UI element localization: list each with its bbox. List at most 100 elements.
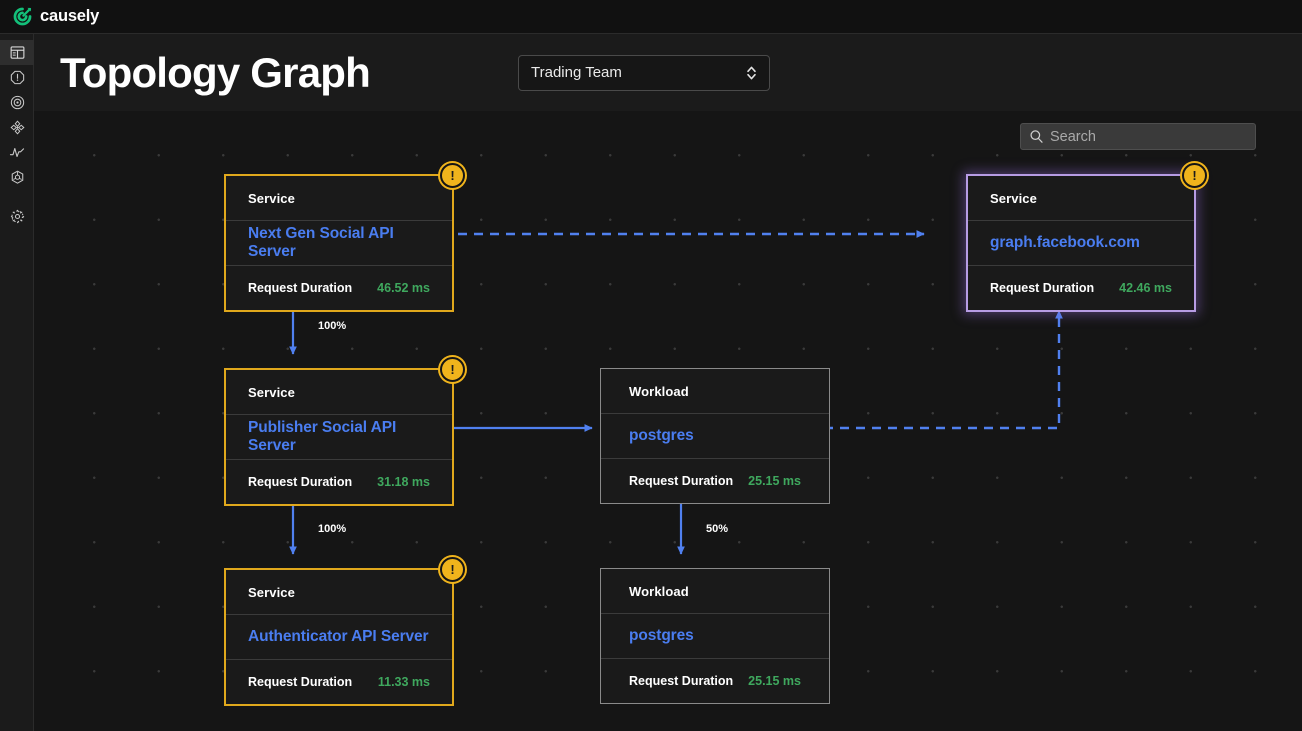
metric-label: Request Duration	[629, 674, 734, 688]
node-kind-row: Workload	[601, 569, 829, 613]
warning-exclamation-icon[interactable]: !	[440, 357, 465, 382]
sidebar-item-metrics[interactable]	[0, 140, 34, 165]
node-graph-facebook-com[interactable]: ! Service graph.facebook.com Request Dur…	[966, 163, 1207, 312]
node-divider	[601, 458, 829, 459]
badge-mark: !	[450, 561, 455, 577]
node-metric-row: Request Duration 25.15 ms	[601, 459, 829, 503]
badge-mark: !	[450, 167, 455, 183]
node-divider	[968, 220, 1194, 221]
node-divider	[601, 413, 829, 414]
page-title: Topology Graph	[60, 48, 371, 96]
edge-label-publisher-to-authenticator: 100%	[314, 522, 351, 536]
metric-value: 11.33 ms	[377, 675, 430, 689]
node-divider	[968, 265, 1194, 266]
node-divider	[601, 613, 829, 614]
node-postgres-middle[interactable]: Workload postgres Request Duration 25.15…	[600, 368, 830, 504]
search-box[interactable]	[1020, 123, 1256, 150]
node-kind: Workload	[629, 583, 689, 599]
activity-pulse-icon	[9, 145, 25, 160]
node-publisher-social-api-server[interactable]: ! Service Publisher Social API Server Re…	[224, 357, 465, 506]
metric-value: 25.15 ms	[748, 674, 801, 688]
node-kind: Service	[990, 190, 1037, 206]
node-metric-row: Request Duration 42.46 ms	[968, 266, 1194, 310]
topology-canvas[interactable]: 100% 100% 50% ! Service Next Gen Social …	[34, 111, 1302, 731]
node-title-link[interactable]: Authenticator API Server	[248, 628, 429, 645]
node-metric-row: Request Duration 46.52 ms	[226, 266, 452, 310]
edge-label-postgres-to-postgres: 50%	[702, 522, 733, 536]
metric-label: Request Duration	[248, 475, 353, 489]
node-divider	[601, 658, 829, 659]
causely-target-logo-icon	[12, 6, 33, 27]
sidebar-item-topology[interactable]	[0, 115, 34, 140]
node-kind-row: Service	[226, 176, 452, 220]
warning-exclamation-icon[interactable]: !	[1182, 163, 1207, 188]
metric-value: 46.52 ms	[377, 281, 430, 295]
metric-label: Request Duration	[248, 281, 353, 295]
node-kind-row: Service	[226, 370, 452, 414]
node-metric-row: Request Duration 11.33 ms	[226, 660, 452, 704]
node-kind-row: Service	[226, 570, 452, 614]
node-title-row[interactable]: Next Gen Social API Server	[226, 221, 452, 265]
sidebar-item-alerts[interactable]	[0, 65, 34, 90]
sidebar	[0, 34, 34, 731]
metric-value: 31.18 ms	[377, 475, 430, 489]
node-title-row[interactable]: Authenticator API Server	[226, 615, 452, 659]
sidebar-item-root-cause[interactable]	[0, 90, 34, 115]
chevron-up-down-icon	[746, 64, 757, 82]
sidebar-item-settings[interactable]	[0, 204, 34, 229]
brand[interactable]: causely	[0, 6, 99, 27]
search-input[interactable]	[1050, 128, 1247, 145]
sidebar-item-clusters[interactable]	[0, 165, 34, 190]
gear-icon	[10, 209, 25, 224]
node-title-row[interactable]: Publisher Social API Server	[226, 415, 452, 459]
top-bar: causely	[0, 0, 1302, 34]
node-kind: Service	[248, 384, 295, 400]
kubernetes-helm-icon	[10, 170, 25, 185]
badge-mark: !	[1192, 167, 1197, 183]
node-divider	[226, 659, 452, 660]
node-title-link[interactable]: postgres	[629, 427, 694, 444]
sidebar-item-dashboard[interactable]	[0, 40, 34, 65]
node-divider	[226, 459, 452, 460]
node-title-link[interactable]: Publisher Social API Server	[248, 419, 397, 454]
node-kind: Service	[248, 584, 295, 600]
node-divider	[226, 220, 452, 221]
metric-value: 42.46 ms	[1119, 281, 1172, 295]
edge-label-next-gen-to-publisher: 100%	[314, 319, 351, 333]
page-header: Topology Graph Trading Team	[34, 34, 1302, 111]
node-metric-row: Request Duration 31.18 ms	[226, 460, 452, 504]
node-divider	[226, 265, 452, 266]
node-title-link[interactable]: postgres	[629, 627, 694, 644]
warning-exclamation-icon[interactable]: !	[440, 557, 465, 582]
node-kind: Service	[248, 190, 295, 206]
node-postgres-bottom[interactable]: Workload postgres Request Duration 25.15…	[600, 568, 830, 704]
node-divider	[226, 414, 452, 415]
node-kind-row: Workload	[601, 369, 829, 413]
node-title-row[interactable]: graph.facebook.com	[968, 221, 1194, 265]
search-icon	[1029, 129, 1044, 144]
target-circle-icon	[10, 95, 25, 110]
node-authenticator-api-server[interactable]: ! Service Authenticator API Server Reque…	[224, 557, 465, 706]
node-title-row[interactable]: postgres	[601, 614, 829, 658]
sidebar-spacer	[0, 190, 33, 204]
metric-label: Request Duration	[248, 675, 353, 689]
alert-octagon-icon	[10, 70, 25, 85]
node-kind: Workload	[629, 383, 689, 399]
team-select[interactable]: Trading Team	[518, 54, 770, 91]
node-divider	[226, 614, 452, 615]
metric-label: Request Duration	[629, 474, 734, 488]
metric-label: Request Duration	[990, 281, 1095, 295]
dashboard-grid-icon	[10, 45, 25, 60]
node-title-row[interactable]: postgres	[601, 414, 829, 458]
edge-postgres-to-facebook	[824, 310, 1063, 430]
badge-mark: !	[450, 361, 455, 377]
warning-exclamation-icon[interactable]: !	[440, 163, 465, 188]
brand-name: causely	[40, 7, 100, 25]
topology-node-icon	[9, 120, 25, 135]
node-metric-row: Request Duration 25.15 ms	[601, 659, 829, 703]
node-title-link[interactable]: graph.facebook.com	[990, 234, 1140, 251]
node-next-gen-social-api-server[interactable]: ! Service Next Gen Social API Server Req…	[224, 163, 465, 312]
node-title-link[interactable]: Next Gen Social API Server	[248, 225, 394, 260]
metric-value: 25.15 ms	[748, 474, 801, 488]
team-select-value: Trading Team	[531, 64, 622, 81]
